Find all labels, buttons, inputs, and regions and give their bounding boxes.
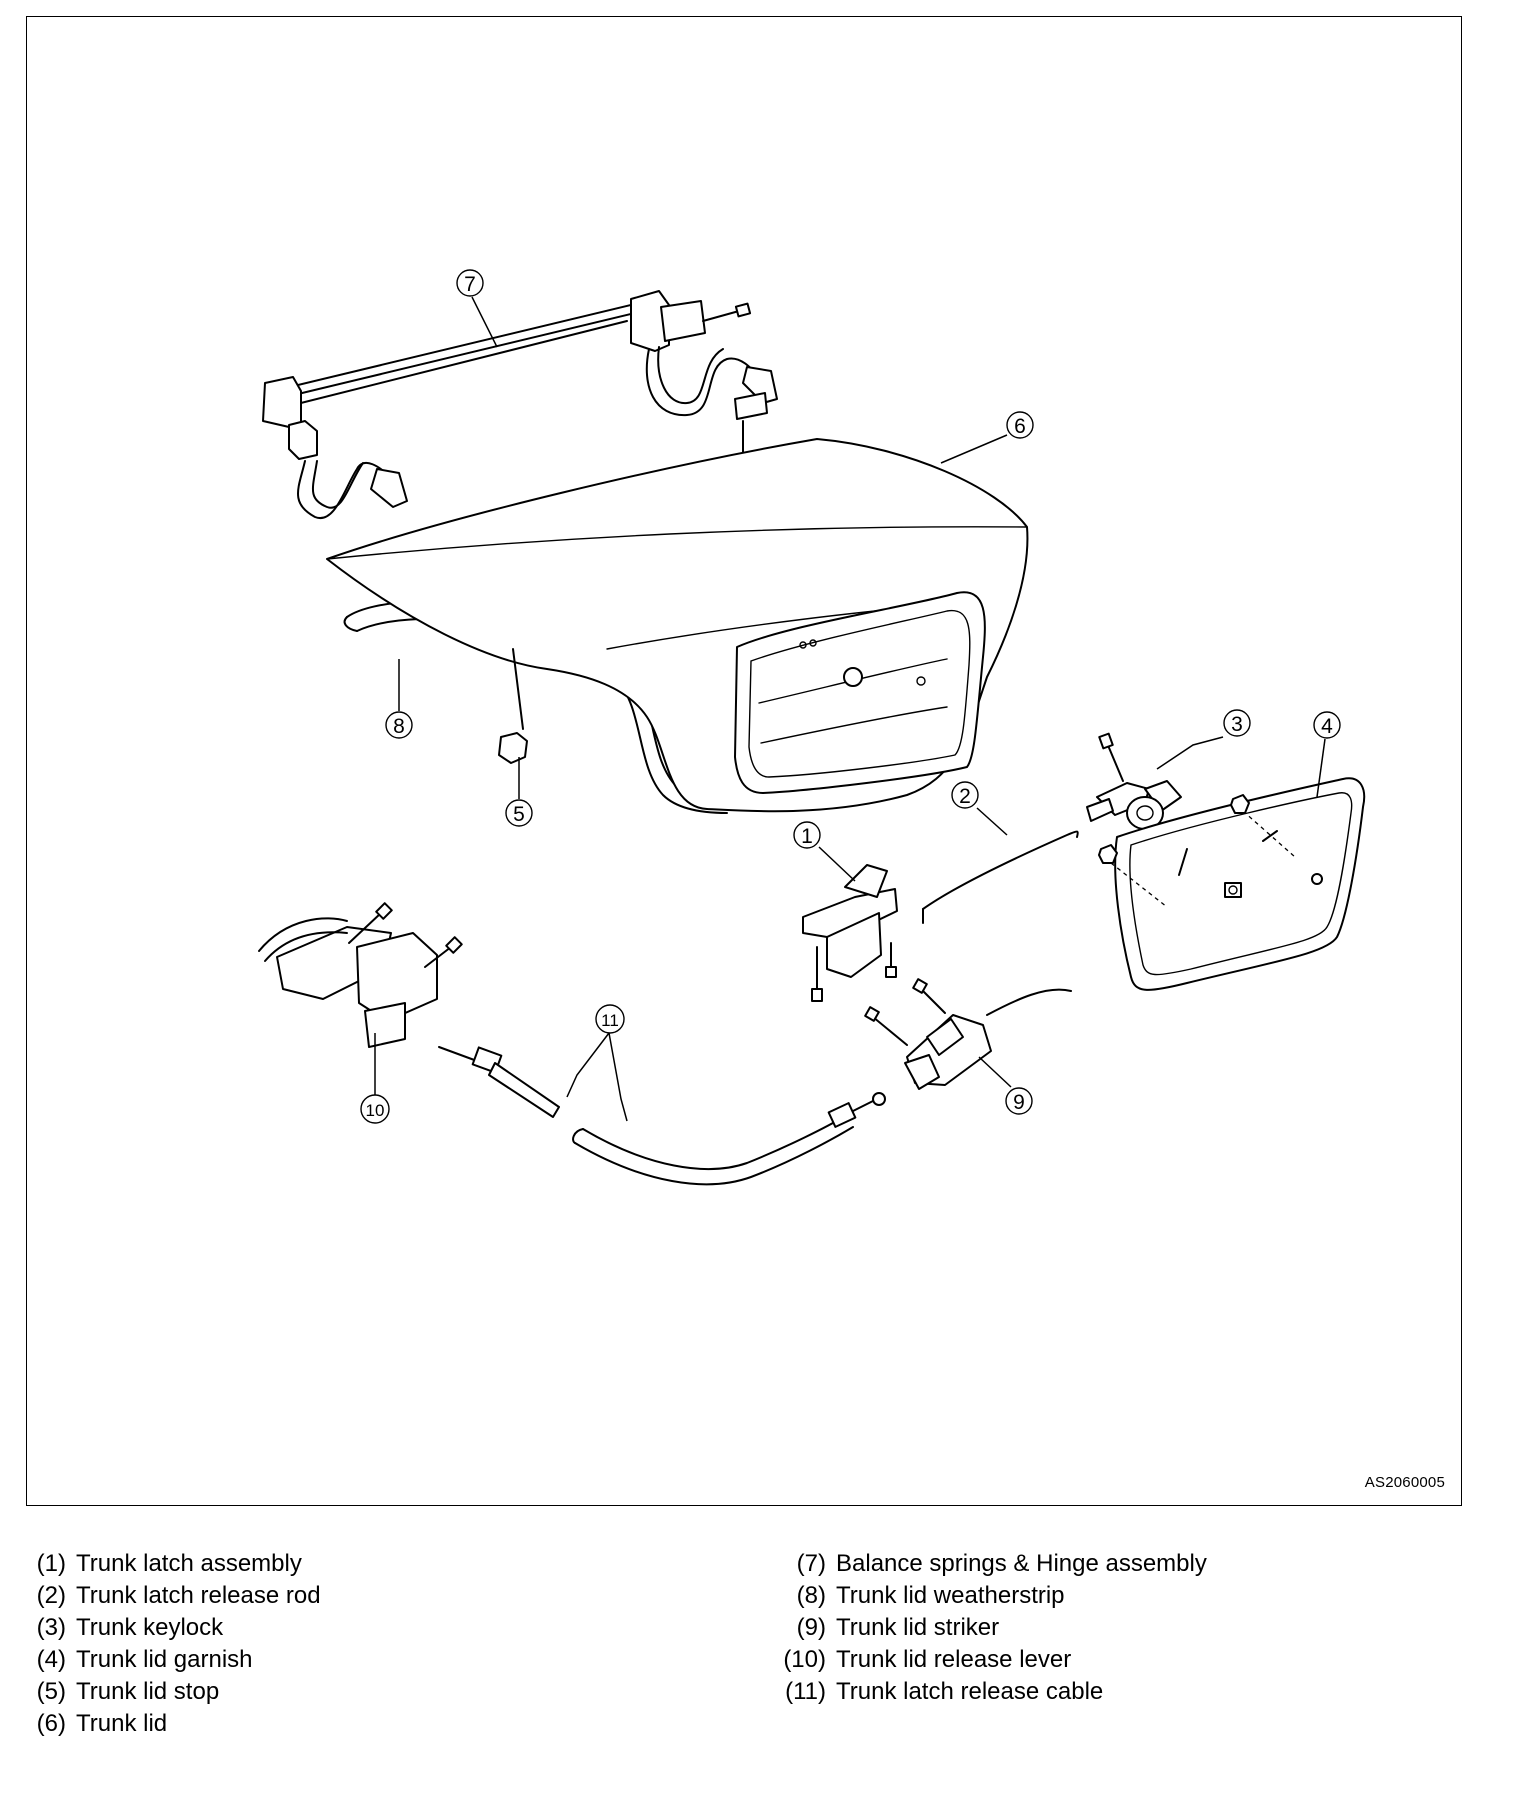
legend-label: Trunk lid striker xyxy=(836,1614,1000,1641)
legend-item: (10) Trunk lid release lever xyxy=(772,1644,1207,1676)
legend-number: (4) xyxy=(36,1646,66,1673)
legend-item: (3) Trunk keylock xyxy=(26,1612,321,1644)
legend-label: Balance springs & Hinge assembly xyxy=(836,1550,1207,1577)
legend-item: (1) Trunk latch assembly xyxy=(26,1548,321,1580)
legend-item: (5) Trunk lid stop xyxy=(26,1676,321,1708)
trunk-lid-stop xyxy=(498,648,528,764)
legend-label: Trunk keylock xyxy=(76,1614,224,1641)
release-cable xyxy=(438,1046,886,1186)
diagram-frame: 7 6 8 5 3 4 2 xyxy=(26,16,1462,1506)
callout-9-number: 9 xyxy=(1013,1091,1025,1114)
hinge-assembly xyxy=(262,290,778,520)
callout-7: 7 xyxy=(456,269,484,297)
legend-label: Trunk lid weatherstrip xyxy=(836,1582,1065,1609)
callout-2-number: 2 xyxy=(959,785,971,808)
legend-label: Trunk latch release rod xyxy=(76,1582,321,1609)
legend-item: (2) Trunk latch release rod xyxy=(26,1580,321,1612)
callout-11-number: 11 xyxy=(601,1011,619,1030)
legend-item: (7) Balance springs & Hinge assembly xyxy=(772,1548,1207,1580)
legend-label: Trunk latch assembly xyxy=(76,1550,302,1577)
callout-1-number: 1 xyxy=(801,825,813,848)
leader-lines xyxy=(374,296,1326,1122)
legend-label: Trunk lid xyxy=(76,1710,168,1737)
legend-label: Trunk lid garnish xyxy=(76,1646,253,1673)
callout-10: 10 xyxy=(360,1094,390,1124)
legend-number: (8) xyxy=(796,1582,826,1609)
release-lever xyxy=(258,902,463,1048)
legend-item: (11) Trunk latch release cable xyxy=(772,1676,1207,1708)
legend-left-column: (1) Trunk latch assembly (2) Trunk latch r… xyxy=(26,1548,321,1740)
legend-number: (1) xyxy=(36,1550,66,1577)
legend-item: (9) Trunk lid striker xyxy=(772,1612,1207,1644)
legend-item: (4) Trunk lid garnish xyxy=(26,1644,321,1676)
callouts: 7 6 8 5 3 4 2 xyxy=(360,269,1341,1124)
legend-item: (8) Trunk lid weatherstrip xyxy=(772,1580,1207,1612)
callout-2: 2 xyxy=(951,781,979,809)
callout-8-number: 8 xyxy=(393,715,405,738)
trunk-lid-garnish xyxy=(1098,777,1366,991)
callout-7-number: 7 xyxy=(464,273,476,296)
legend-right-column: (7) Balance springs & Hinge assembly (8) T… xyxy=(772,1548,1207,1708)
callout-6: 6 xyxy=(1006,411,1034,439)
legend-item: (6) Trunk lid xyxy=(26,1708,321,1740)
trunk-keylock xyxy=(1086,732,1182,830)
exploded-view-diagram: 7 6 8 5 3 4 2 xyxy=(258,269,1366,1186)
callout-8: 8 xyxy=(385,711,413,739)
trunk-lid xyxy=(326,438,1029,813)
legend-number: (2) xyxy=(36,1582,66,1609)
callout-1: 1 xyxy=(793,821,821,849)
legend-label: Trunk lid release lever xyxy=(836,1646,1072,1673)
callout-5: 5 xyxy=(505,799,533,827)
callout-3-number: 3 xyxy=(1231,713,1243,736)
callout-6-number: 6 xyxy=(1014,415,1026,438)
callout-4-number: 4 xyxy=(1321,715,1333,738)
legend-number: (9) xyxy=(796,1614,826,1641)
legend-number: (5) xyxy=(36,1678,66,1705)
callout-4: 4 xyxy=(1313,711,1341,739)
legend-number: (10) xyxy=(783,1646,826,1673)
callout-11: 11 xyxy=(595,1004,625,1034)
legend-label: Trunk latch release cable xyxy=(836,1678,1104,1705)
legend-number: (11) xyxy=(785,1678,826,1705)
legend-number: (7) xyxy=(796,1550,826,1577)
figure-code: AS2060005 xyxy=(1364,1474,1445,1491)
callout-9: 9 xyxy=(1005,1087,1033,1115)
callout-5-number: 5 xyxy=(513,803,525,826)
release-rod xyxy=(922,830,1079,924)
callout-10-number: 10 xyxy=(366,1101,385,1120)
legend-number: (3) xyxy=(36,1614,66,1641)
legend-number: (6) xyxy=(36,1710,66,1737)
trunk-lid-striker xyxy=(864,978,1072,1090)
trunk-latch xyxy=(802,864,898,1002)
callout-3: 3 xyxy=(1223,709,1251,737)
legend-label: Trunk lid stop xyxy=(76,1678,220,1705)
